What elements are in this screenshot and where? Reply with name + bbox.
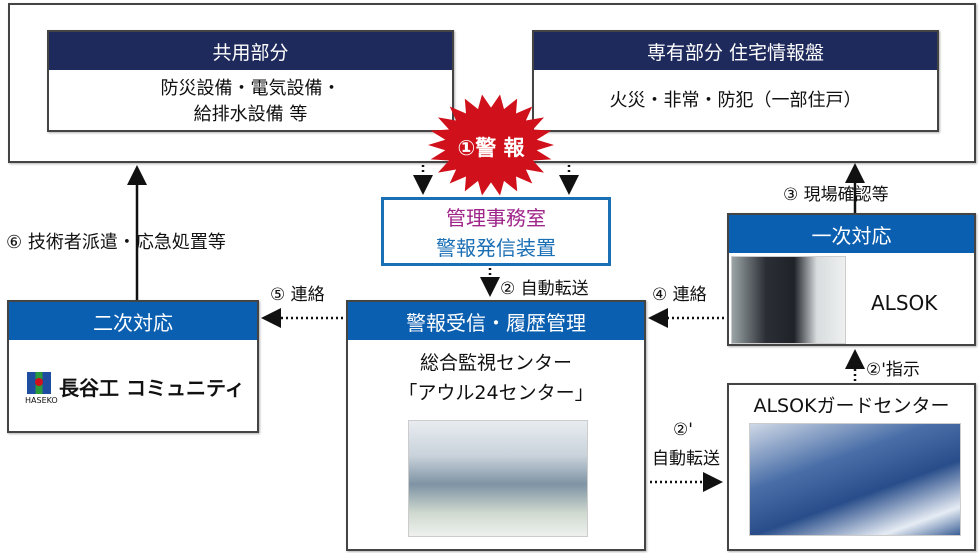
monitoring-center-line2: 「アウル24センター」 xyxy=(398,382,594,404)
alsok-guard-photo xyxy=(731,256,846,344)
label-site-check: ③ 現場確認等 xyxy=(783,185,889,205)
label-auto-transfer-2: 自動転送 xyxy=(652,449,720,469)
label-auto-transfer: ② 自動転送 xyxy=(500,279,589,299)
common-area-line2: 給排水設備 等 xyxy=(193,104,308,125)
label-technician-dispatch: ⑥ 技術者派遣・応急処置等 xyxy=(6,232,226,253)
label-instruction: ②'指示 xyxy=(866,360,920,380)
alsok-name: ALSOK xyxy=(871,291,938,315)
office-box: 管理事務室 警報発信装置 xyxy=(381,197,611,266)
label-auto-transfer-2-num: ②' xyxy=(673,420,693,440)
monitoring-center-box: 警報受信・履歴管理 総合監視センター 「アウル24センター」 xyxy=(346,300,646,551)
primary-response-box: 一次対応 ALSOK xyxy=(727,213,976,346)
alarm-label: ①警 報 xyxy=(457,136,525,160)
monitoring-center-line1: 総合監視センター xyxy=(419,352,572,374)
private-area-title: 専有部分 住宅情報盤 xyxy=(534,32,937,70)
guard-center-title: ALSOKガードセンター xyxy=(753,395,950,417)
office-line2: 警報発信装置 xyxy=(436,236,556,260)
monitoring-center-title: 警報受信・履歴管理 xyxy=(348,302,644,340)
office-line1: 管理事務室 xyxy=(446,206,546,230)
haseko-logo-name: 長谷工 コミュニティ xyxy=(59,376,245,400)
label-contact-4: ④ 連絡 xyxy=(652,285,707,305)
common-area-title: 共用部分 xyxy=(49,32,452,70)
guard-center-box: ALSOKガードセンター xyxy=(727,383,976,551)
common-area-box: 共用部分 防災設備・電気設備・ 給排水設備 等 xyxy=(47,30,454,132)
alarm-starburst-icon xyxy=(428,94,554,196)
secondary-response-title: 二次対応 xyxy=(9,302,257,340)
private-area-box: 専有部分 住宅情報盤 火災・非常・防犯（一部住戸） xyxy=(532,30,939,132)
monitoring-center-photo xyxy=(408,420,588,537)
common-area-line1: 防災設備・電気設備・ xyxy=(160,78,341,99)
private-area-line1: 火災・非常・防犯（一部住戸） xyxy=(609,90,862,111)
primary-response-title: 一次対応 xyxy=(729,215,974,253)
secondary-response-box: 二次対応 HASEKO 長谷工 コミュニティ xyxy=(7,300,259,433)
haseko-logo-sub: HASEKO xyxy=(25,396,58,405)
guard-center-photo xyxy=(749,423,961,536)
label-contact-5: ⑤ 連絡 xyxy=(270,285,325,305)
haseko-logo-icon xyxy=(27,372,51,394)
